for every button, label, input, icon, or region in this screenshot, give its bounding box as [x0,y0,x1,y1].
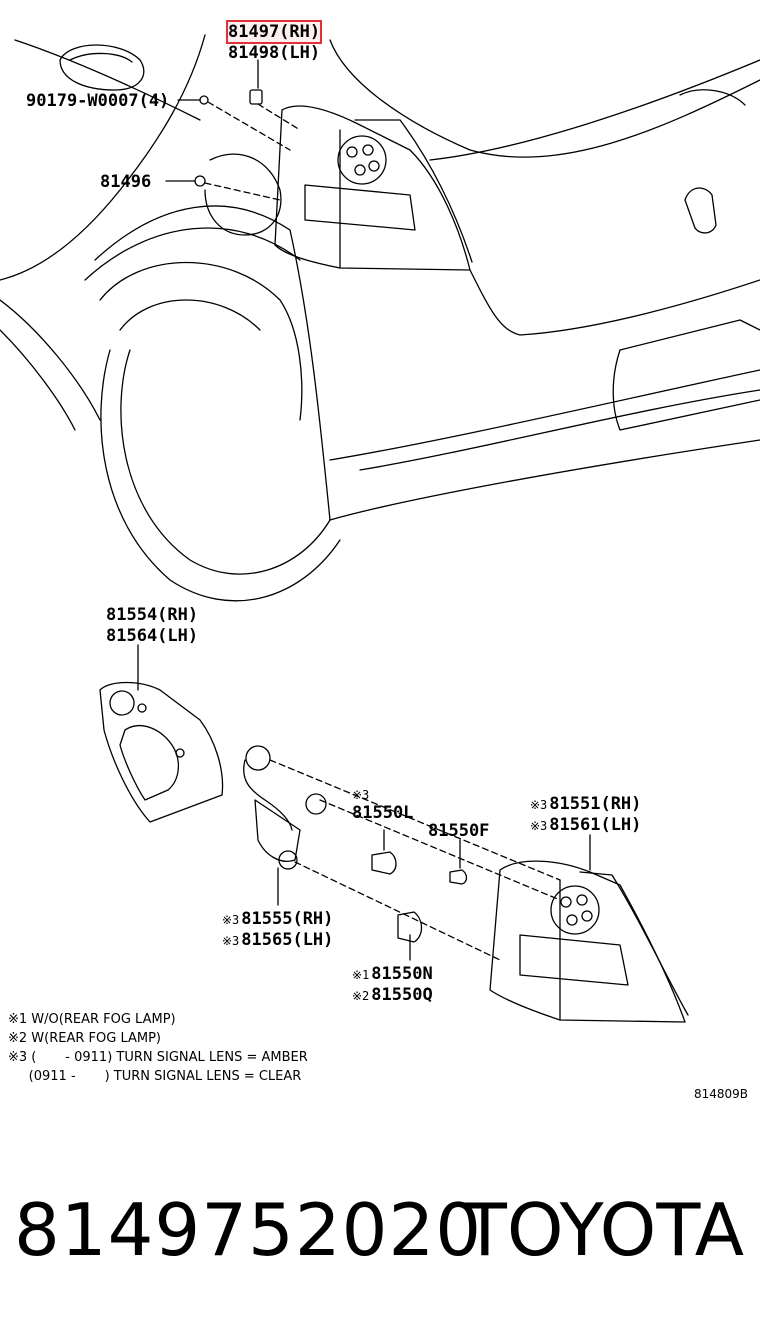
mark-3-81550l: ※3 [352,788,370,802]
footnotes: ※1 W/O(REAR FOG LAMP) ※2 W(REAR FOG LAMP… [8,1010,308,1086]
mark-3: ※3 [530,798,548,812]
fuel-lid [204,153,282,236]
clip-81497 [249,89,263,105]
gasket-81554 [99,681,224,823]
mark-3: ※3 [222,913,240,927]
label-81497-rh[interactable]: 81497(RH) [225,20,323,44]
label-81554-rh[interactable]: 81554(RH) [106,605,199,625]
mirror-outline [59,44,145,91]
footnote-2: ※2 W(REAR FOG LAMP) [8,1031,162,1046]
label-81550l[interactable]: 81550L [352,803,414,823]
footnote-3: ※3 ( - 0911) TURN SIGNAL LENS = AMBER [8,1050,308,1065]
mark-1: ※1 [352,968,370,982]
label-text: 81550N [371,964,433,984]
tail-lamp-exploded-diagram [0,34,760,1023]
part-number: 8149752020 [14,1188,483,1272]
car-body-outline [0,34,760,521]
bulb-81550N [397,911,423,943]
label-81496[interactable]: 81496 [100,172,152,192]
label-90179-w0007[interactable]: 90179-W0007(4) [26,91,170,111]
screw-90179 [199,95,209,105]
label-text: 81555(RH) [241,909,334,929]
leader-lines [137,59,591,961]
diagram-ref-code: 814809B [693,1087,748,1101]
footer: 8149752020 TOYOTA [0,1185,760,1295]
lower-tail-lamp-assy [489,860,689,1023]
brand-name: TOYOTA [462,1188,744,1272]
label-text: 81565(LH) [241,930,334,950]
attachment-lines [204,101,561,961]
label-text: 81561(LH) [549,815,642,835]
mark-2: ※2 [352,989,370,1003]
cushion-81496 [194,175,206,187]
label-81564-lh[interactable]: 81564(LH) [106,626,199,646]
mark-3: ※3 [530,819,548,833]
footnote-3-cont: (0911 - ) TURN SIGNAL LENS = CLEAR [8,1069,302,1084]
label-text: 81551(RH) [549,794,642,814]
footnote-1: ※1 W/O(REAR FOG LAMP) [8,1012,176,1027]
socket-wire-81555 [243,745,327,870]
bulb-81550F [449,869,468,885]
bulb-81550L [371,851,397,875]
label-text: 81550Q [371,985,433,1005]
label-81550f[interactable]: 81550F [428,821,490,841]
upper-tail-lamp [274,105,473,271]
rear-wheel [99,262,341,602]
mark-3: ※3 [222,934,240,948]
label-81498-lh[interactable]: 81498(LH) [228,43,321,63]
